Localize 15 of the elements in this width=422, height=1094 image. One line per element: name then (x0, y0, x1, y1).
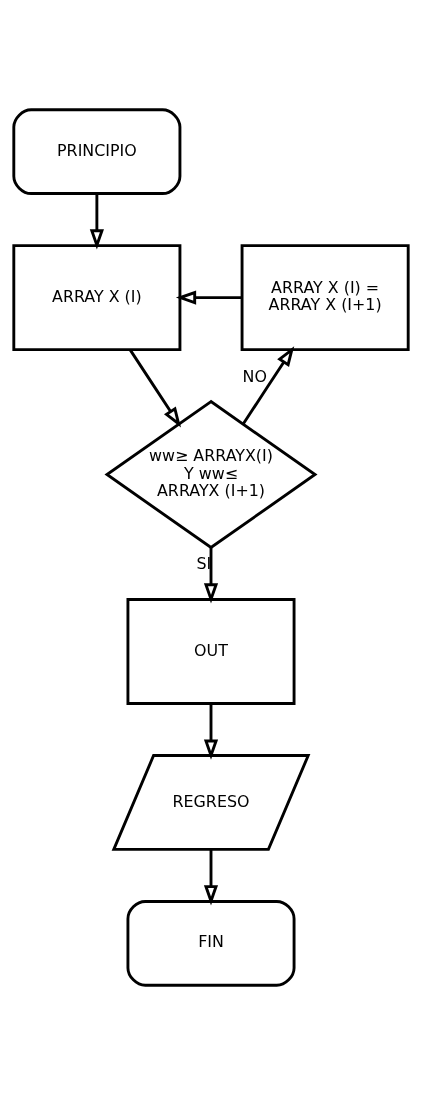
node-box: FIN (126, 899, 296, 987)
arrow (129, 348, 182, 427)
node-box: PRINCIPIO (12, 107, 182, 195)
node-box: OUT (126, 597, 296, 705)
arrow (203, 703, 219, 760)
arrow (203, 848, 219, 905)
arrow (242, 345, 295, 424)
node-diamond: ww≥ ARRAYX(I) Y ww≤ ARRAYX (I+1) (104, 399, 318, 549)
arrow (203, 547, 219, 604)
node-box: ARRAY X (I) = ARRAY X (I+1) (240, 243, 410, 351)
edge-label: NO (242, 366, 267, 386)
arrow (175, 290, 242, 305)
edge-label: SI (196, 553, 212, 573)
node-box: ARRAY X (I) (12, 243, 182, 351)
arrow (89, 193, 104, 250)
